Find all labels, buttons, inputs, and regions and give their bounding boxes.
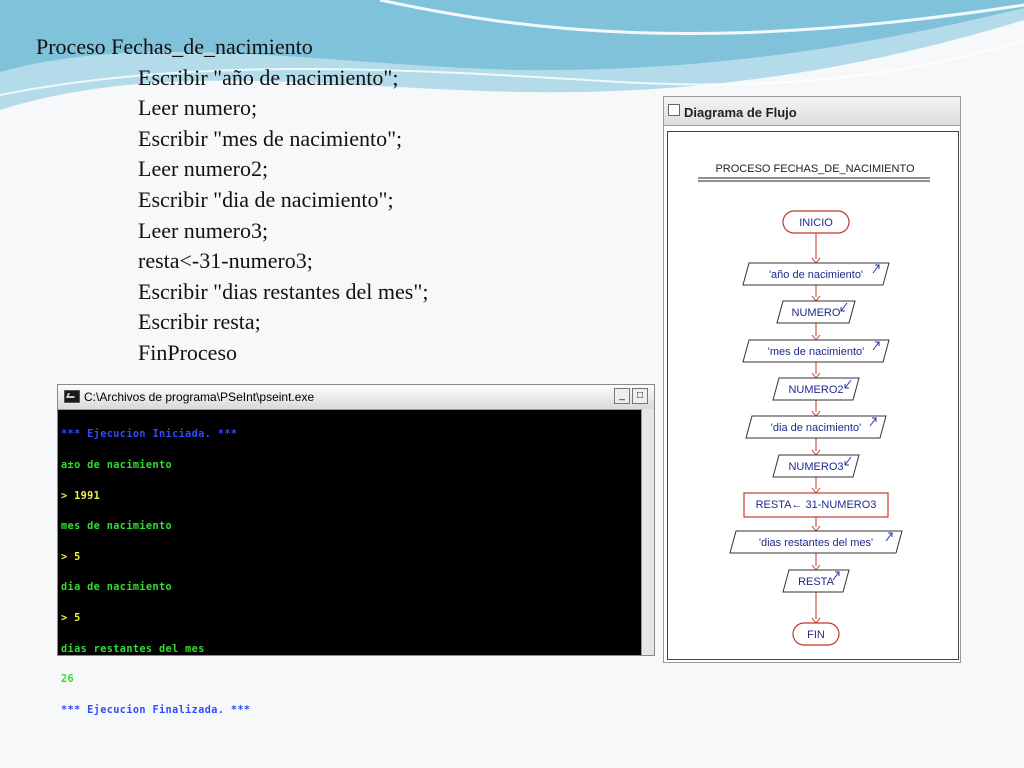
- console-titlebar[interactable]: C:\Archivos de programa\PSeInt\pseint.ex…: [58, 385, 654, 410]
- console-line: a±o de nacimiento: [61, 460, 173, 472]
- console-line: dia de nacimiento: [61, 582, 173, 594]
- output-arrow-icon: [832, 571, 840, 581]
- flowchart-diagram: PROCESO FECHAS_DE_NACIMIENTO INICIO 'año …: [698, 163, 930, 646]
- maximize-button[interactable]: □: [632, 388, 648, 404]
- flowchart-node-label: 'año de nacimiento': [769, 269, 863, 281]
- flowchart-node-label: 'dias restantes del mes': [759, 537, 873, 549]
- console-line: dias restantes del mes: [61, 643, 205, 655]
- output-arrow-icon: [869, 417, 877, 427]
- console-line: *** Ejecucion Iniciada. ***: [61, 429, 238, 441]
- console-line: > 5: [61, 613, 81, 625]
- code-line: resta<-31-numero3;: [138, 248, 313, 274]
- code-line: Leer numero2;: [138, 156, 269, 182]
- code-line: Escribir "dia de nacimiento";: [138, 186, 394, 212]
- input-node: [776, 300, 856, 324]
- output-node: [742, 262, 890, 286]
- flowchart-window[interactable]: Diagrama de Flujo PROCESO FECHAS_DE_NACI…: [663, 96, 961, 663]
- flowchart-node-label: RESTA← 31-NUMERO3: [756, 499, 877, 511]
- code-line: Escribir "año de nacimiento";: [138, 64, 399, 90]
- input-arrow-icon: [840, 302, 848, 312]
- output-node: [742, 339, 890, 363]
- input-node: [772, 454, 860, 478]
- flowchart-node-label: RESTA: [798, 576, 835, 588]
- input-node: [772, 377, 860, 401]
- console-output: *** Ejecucion Iniciada. *** a±o de nacim…: [61, 410, 640, 716]
- terminal-node: [792, 622, 840, 646]
- flowchart-node-label: INICIO: [799, 217, 833, 229]
- decorative-swoosh: [0, 0, 1024, 110]
- console-scrollbar[interactable]: [641, 409, 654, 655]
- code-line: FinProceso: [138, 339, 237, 365]
- output-node: [782, 569, 850, 593]
- code-line: Escribir resta;: [138, 309, 261, 335]
- console-window[interactable]: C:\Archivos de programa\PSeInt\pseint.ex…: [57, 384, 655, 716]
- output-arrow-icon: [872, 341, 880, 351]
- terminal-node: [782, 210, 850, 234]
- flowchart-app-icon: [668, 104, 680, 116]
- code-line: Leer numero;: [138, 95, 258, 121]
- output-arrow-icon: [885, 532, 893, 542]
- flowchart-title: Diagrama de Flujo: [684, 105, 797, 120]
- input-arrow-icon: [844, 379, 852, 389]
- code-line: Leer numero3;: [138, 217, 269, 243]
- input-arrow-icon: [844, 456, 852, 466]
- pseudocode-block: Proceso Fechas_de_nacimiento Escribir "a…: [36, 32, 428, 369]
- code-line: Escribir "mes de nacimiento";: [138, 125, 403, 151]
- flowchart-node-label: NUMERO: [792, 307, 841, 319]
- flowchart-node-label: 'mes de nacimiento': [768, 346, 865, 358]
- console-line: *** Ejecucion Finalizada. ***: [61, 704, 251, 716]
- console-title: C:\Archivos de programa\PSeInt\pseint.ex…: [84, 390, 315, 404]
- code-line: Escribir "dias restantes del mes";: [138, 278, 429, 304]
- flowchart-node-label: NUMERO2: [788, 384, 843, 396]
- code-line: Proceso Fechas_de_nacimiento: [36, 34, 313, 59]
- flowchart-node-label: NUMERO3: [788, 461, 843, 473]
- console-line: > 1991: [61, 490, 101, 502]
- flowchart-canvas: PROCESO FECHAS_DE_NACIMIENTO INICIO 'año …: [667, 131, 959, 660]
- flowchart-node-label: 'dia de nacimiento': [771, 422, 861, 434]
- console-line: > 5: [61, 551, 81, 563]
- flowchart-header: PROCESO FECHAS_DE_NACIMIENTO: [715, 163, 915, 175]
- minimize-button[interactable]: _: [614, 388, 630, 404]
- flowchart-titlebar[interactable]: Diagrama de Flujo: [664, 97, 960, 126]
- console-app-icon: [64, 390, 80, 403]
- process-node: [743, 492, 889, 518]
- console-line: 26: [61, 674, 75, 686]
- output-arrow-icon: [872, 264, 880, 274]
- flowchart-node-label: FIN: [807, 629, 825, 641]
- output-node: [729, 530, 903, 554]
- output-node: [745, 415, 887, 439]
- console-line: mes de nacimiento: [61, 521, 173, 533]
